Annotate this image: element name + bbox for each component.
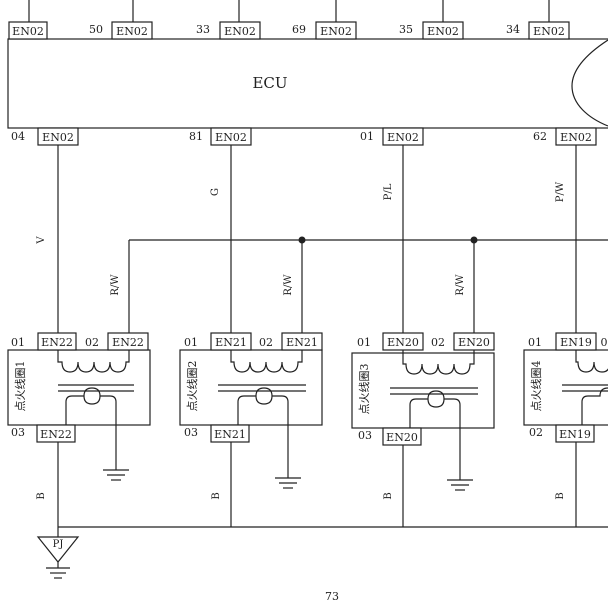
ignition-coil-2: 01 EN21 02 EN21 点火线圈2 03 EN21 [179, 332, 323, 489]
ignition-coil-3: 01 EN20 02 EN20 点火线圈3 03 EN20 [351, 332, 495, 491]
connector-label: EN22 [40, 428, 72, 441]
connector-label: EN02 [42, 131, 74, 144]
pin-number: 01 [360, 130, 374, 143]
pin-number: 01 [184, 336, 198, 349]
connector-label: EN02 [387, 131, 419, 144]
ecu-label: ECU [252, 74, 287, 92]
pin-number: 33 [196, 23, 210, 36]
ground-icon [103, 425, 129, 481]
junction-dot [298, 236, 306, 244]
pin-number: 69 [292, 23, 306, 36]
pin-number: 03 [11, 426, 25, 439]
wire-color-label: B [36, 492, 47, 499]
wire-color-label: R/W [110, 274, 121, 296]
coil-name: 点火线圈1 [13, 361, 27, 412]
connector-label: EN20 [458, 336, 490, 349]
connector-label: EN02 [215, 131, 247, 144]
pin-number: 03 [184, 426, 198, 439]
pin-number: 03 [358, 429, 372, 442]
connector-label: EN02 [116, 25, 148, 38]
connector-label: EN02 [560, 131, 592, 144]
wire-color-label: B [555, 492, 566, 499]
pin-number: 01 [357, 336, 371, 349]
coil-name: 点火线圈3 [357, 364, 371, 415]
ecu-top-connectors: EN02 50 EN02 33 EN02 69 EN02 35 EN02 34 … [8, 0, 570, 40]
ecu-block: ECU [7, 38, 608, 129]
wire-color-label: B [383, 492, 394, 499]
page-number: 73 [325, 590, 339, 603]
power-bus: R/W R/W R/W [110, 236, 608, 333]
pin-number: 35 [399, 23, 413, 36]
coil-name: 点火线圈4 [529, 361, 543, 412]
pin-number: 0 [601, 336, 608, 349]
wire-color-label: P/W [555, 181, 566, 202]
connector-label: EN21 [214, 428, 246, 441]
pin-number: 02 [85, 336, 99, 349]
connector-label: EN02 [224, 25, 256, 38]
ground-point-icon [36, 536, 80, 563]
coil-name: 点火线圈2 [185, 361, 199, 412]
connector-label: EN20 [386, 431, 418, 444]
connector-label: EN02 [427, 25, 459, 38]
ground-icon [447, 428, 473, 491]
connector-label: EN20 [387, 336, 419, 349]
pin-number: 50 [89, 23, 103, 36]
wire-color-label: B [211, 492, 222, 499]
connector-label: EN22 [41, 336, 73, 349]
wire-color-label: P/L [383, 183, 394, 200]
pin-number: 81 [189, 130, 203, 143]
connector-label: EN02 [320, 25, 352, 38]
connector-label: EN21 [286, 336, 318, 349]
connector-label: EN19 [559, 428, 591, 441]
pin-number: 02 [529, 426, 543, 439]
ground-point-label: PJ [53, 539, 64, 550]
wire-color-label: R/W [455, 274, 466, 296]
pin-number: 04 [11, 130, 25, 143]
junction-dot [470, 236, 478, 244]
connector-label: EN02 [12, 25, 44, 38]
connector-label: EN19 [560, 336, 592, 349]
pin-number: 34 [506, 23, 520, 36]
wire-color-label: R/W [283, 274, 294, 296]
pin-number: 02 [431, 336, 445, 349]
ignition-coil-1: 01 EN22 02 EN22 点火线圈1 03 EN22 [7, 332, 151, 481]
connector-label: EN22 [112, 336, 144, 349]
pin-number: 01 [528, 336, 542, 349]
connector-label: EN21 [215, 336, 247, 349]
pin-number: 62 [533, 130, 547, 143]
connector-label: EN02 [533, 25, 565, 38]
pin-number: 01 [11, 336, 25, 349]
wire-color-label: G [210, 188, 221, 196]
signal-wires: V G P/L P/W [36, 145, 577, 333]
ground-bus: B B B B PJ [36, 442, 608, 579]
ecu-bottom-connectors: 04 EN02 81 EN02 01 EN02 62 EN02 [11, 127, 597, 146]
ground-icon [275, 425, 301, 489]
wire-color-label: V [36, 236, 47, 245]
ignition-coil-4: 01 EN19 0 点火线圈4 02 EN19 [523, 332, 608, 443]
pin-number: 02 [259, 336, 273, 349]
